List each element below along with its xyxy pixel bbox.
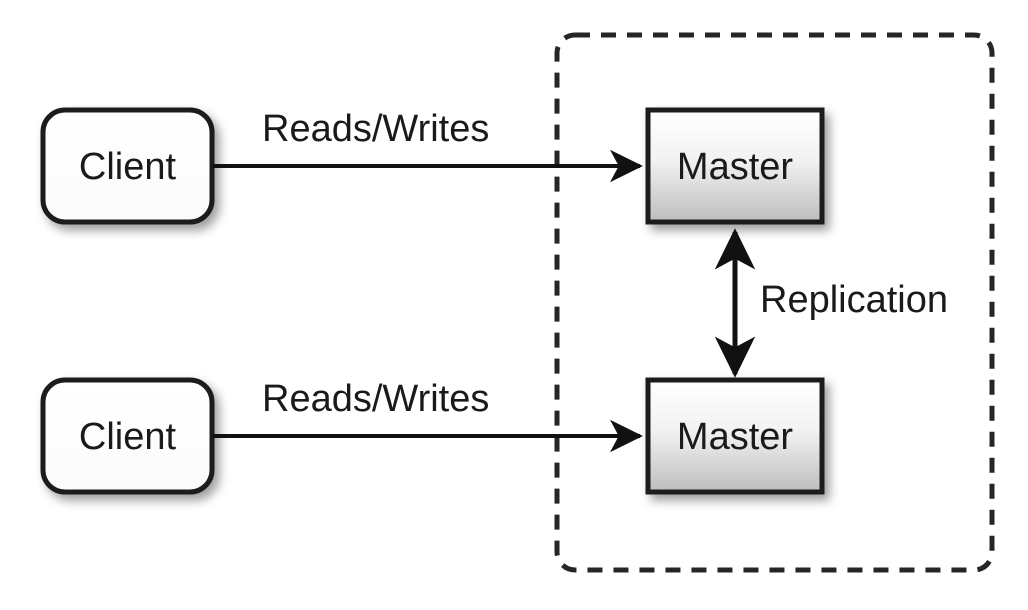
- node-master-top[interactable]: [645, 107, 825, 225]
- replication-group-boundary: [554, 32, 995, 573]
- node-client-top[interactable]: [40, 107, 215, 225]
- node-master-bottom[interactable]: [645, 377, 825, 495]
- node-client-bottom[interactable]: [40, 377, 215, 495]
